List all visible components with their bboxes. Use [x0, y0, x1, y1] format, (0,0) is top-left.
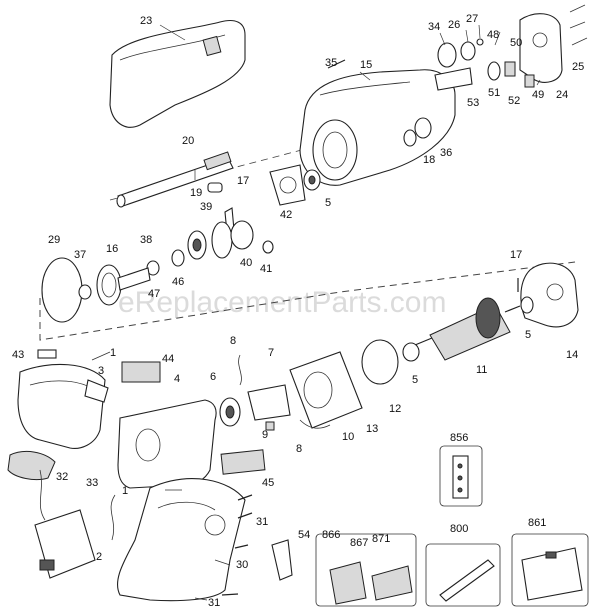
- accessory-861-case-box: [511, 533, 589, 607]
- callout-12: 12: [389, 403, 401, 415]
- callout-16: 16: [106, 243, 118, 255]
- part-15-gearcase: [299, 69, 456, 186]
- part-39-40-41-crank: [146, 207, 274, 276]
- callout-54: 54: [298, 529, 310, 541]
- callout-8b: 8: [296, 443, 302, 455]
- callout-46: 46: [172, 276, 184, 288]
- callout-42: 42: [280, 209, 292, 221]
- part-23-shoe: [109, 19, 246, 128]
- callout-856: 856: [450, 432, 468, 444]
- callout-29: 29: [48, 234, 60, 246]
- callout-48: 48: [487, 29, 499, 41]
- callout-31: 31: [256, 516, 268, 528]
- callout-15: 15: [360, 59, 372, 71]
- callout-43: 43: [12, 349, 24, 361]
- callout-861: 861: [528, 517, 546, 529]
- part-20-plunger: [116, 151, 234, 208]
- callout-50: 50: [510, 37, 522, 49]
- callout-800: 800: [450, 523, 468, 535]
- part-1-handle-lower: [117, 478, 253, 602]
- callout-10: 10: [342, 431, 354, 443]
- callout-40: 40: [240, 257, 252, 269]
- callout-2: 2: [96, 551, 102, 563]
- callout-17b: 17: [510, 249, 522, 261]
- callout-8: 8: [230, 335, 236, 347]
- accessory-battery-box: [315, 533, 417, 607]
- part-16-gear-assembly: [41, 257, 151, 323]
- callout-44: 44: [162, 353, 174, 365]
- watermark-text: eReplacementParts.com: [118, 286, 446, 319]
- callout-24: 24: [556, 89, 568, 101]
- callout-27: 27: [466, 13, 478, 25]
- part-45-label: [220, 449, 266, 475]
- part-14-motor-housing: [517, 262, 579, 328]
- callout-1: 1: [110, 347, 116, 359]
- part-24-housing-cover: [519, 13, 563, 83]
- part-25-screws: [569, 4, 588, 46]
- callout-5c: 5: [412, 374, 418, 386]
- part-19-pin: [207, 182, 223, 193]
- accessory-856-box: [439, 445, 483, 507]
- part-54-lever: [271, 539, 293, 581]
- small-parts-top: [327, 38, 535, 147]
- part-4-housing: [117, 399, 217, 489]
- callout-39: 39: [200, 201, 212, 213]
- callout-37: 37: [74, 249, 86, 261]
- callout-34: 34: [428, 21, 440, 33]
- part-11-armature: [402, 297, 521, 362]
- callout-866: 866: [322, 529, 340, 541]
- part-10-field: [289, 351, 363, 429]
- callout-13: 13: [366, 423, 378, 435]
- accessory-800-box: [425, 543, 501, 607]
- callout-53: 53: [467, 97, 479, 109]
- leader-lines: [91, 24, 541, 601]
- callout-871: 871: [372, 533, 390, 545]
- callout-17: 17: [237, 175, 249, 187]
- part-1-handle-upper: [7, 349, 109, 481]
- callout-52: 52: [508, 95, 520, 107]
- callout-7: 7: [268, 347, 274, 359]
- part-44-label: [121, 361, 161, 383]
- callout-labels: 23 34 26 27 48 50 25 35 15 51 52 49 24 5…: [12, 13, 584, 609]
- part-2-switch: [34, 469, 116, 579]
- callout-25: 25: [572, 61, 584, 73]
- callout-3: 3: [98, 365, 104, 377]
- callout-32: 32: [56, 471, 68, 483]
- callout-867: 867: [350, 537, 368, 549]
- part-12-baffle: [361, 339, 399, 385]
- callout-47: 47: [148, 288, 160, 300]
- callout-45: 45: [262, 477, 274, 489]
- callout-35: 35: [325, 57, 337, 69]
- callout-23: 23: [140, 15, 152, 27]
- part-7-brush-holder: [219, 354, 331, 431]
- callout-5b: 5: [525, 329, 531, 341]
- callout-51: 51: [488, 87, 500, 99]
- callout-18: 18: [423, 154, 435, 166]
- callout-6: 6: [210, 371, 216, 383]
- callout-1b: 1: [122, 485, 128, 497]
- callout-5: 5: [325, 197, 331, 209]
- callout-14: 14: [566, 349, 578, 361]
- callout-4: 4: [174, 373, 180, 385]
- callout-30: 30: [236, 559, 248, 571]
- callout-41: 41: [260, 263, 272, 275]
- callout-9: 9: [262, 429, 268, 441]
- callout-26: 26: [448, 19, 460, 31]
- callout-19: 19: [190, 187, 202, 199]
- callout-49: 49: [532, 89, 544, 101]
- part-42-bearing-plate: [269, 164, 321, 206]
- callout-31b: 31: [208, 597, 220, 609]
- callout-33: 33: [86, 477, 98, 489]
- callout-38: 38: [140, 234, 152, 246]
- callout-20: 20: [182, 135, 194, 147]
- callout-11: 11: [476, 364, 487, 376]
- callout-36: 36: [440, 147, 452, 159]
